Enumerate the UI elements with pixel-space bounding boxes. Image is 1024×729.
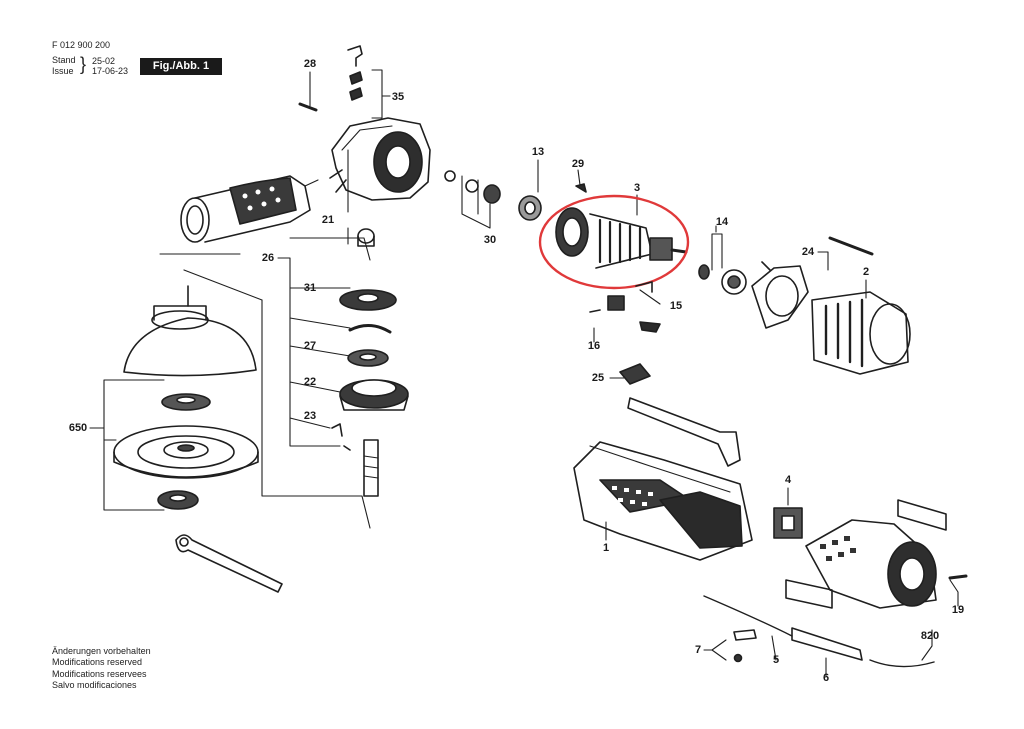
callout-25: 25 [591,372,605,384]
rear-cap [805,519,968,609]
figure-label: Fig./Abb. 1 [140,58,222,75]
callout-21: 21 [321,214,335,226]
callout-14: 14 [715,216,729,228]
note-en: Modifications reserved [52,657,143,668]
callout-7: 7 [694,644,702,656]
callout-16: 16 [587,340,601,352]
motor-housing [573,441,753,561]
callout-29: 29 [571,158,585,170]
callout-1: 1 [602,542,610,554]
stand-value: 25-02 [92,56,116,66]
note-de: Änderungen vorbehalten [52,646,151,656]
spanner-wrench [175,534,283,593]
fan-baffle [751,261,809,329]
nameplates [785,499,947,609]
callout-22: 22 [303,376,317,388]
modification-notes: Änderungen vorbehalten Modifications res… [52,646,151,692]
stator [811,291,911,375]
power-cable [703,595,935,668]
callout-30: 30 [483,234,497,246]
callout-24: 24 [801,246,815,258]
callout-27: 27 [303,340,317,352]
callout-650: 650 [68,422,88,434]
issue-value: 17-06-23 [92,66,129,76]
note-es: Salvo modificaciones [52,680,137,691]
stand-label: Stand [52,55,76,65]
callout-820: 820 [920,630,940,642]
side-handle [180,175,319,243]
callout-19: 19 [951,604,965,616]
callout-3: 3 [633,182,641,194]
callout-31: 31 [303,282,317,294]
bearing-parts [357,170,542,247]
flange-and-disc [113,393,259,510]
brace-glyph: } [80,54,87,74]
callout-2: 2 [862,266,870,278]
issue-label: Issue [52,66,74,76]
rear-bearing [698,264,747,295]
callout-15: 15 [669,300,683,312]
callout-23: 23 [303,410,317,422]
switch-rod [619,363,741,467]
note-fr: Modifications reservees [52,668,147,679]
callout-6: 6 [822,672,830,684]
wheel-guard [123,285,257,377]
callout-4: 4 [784,474,792,486]
spindle-stack [331,289,409,497]
armature [555,207,688,269]
brush-holders [575,183,661,333]
callout-26: 26 [261,252,275,264]
gear-housing [329,117,431,201]
callout-28: 28 [303,58,317,70]
cable-clip [828,236,874,256]
callout-13: 13 [531,146,545,158]
screws-top [298,45,363,112]
highlight-circle [538,194,690,290]
callout-5: 5 [772,654,780,666]
part-number: F 012 900 200 [52,40,111,50]
switch-module [773,507,803,539]
callout-35: 35 [391,91,405,103]
